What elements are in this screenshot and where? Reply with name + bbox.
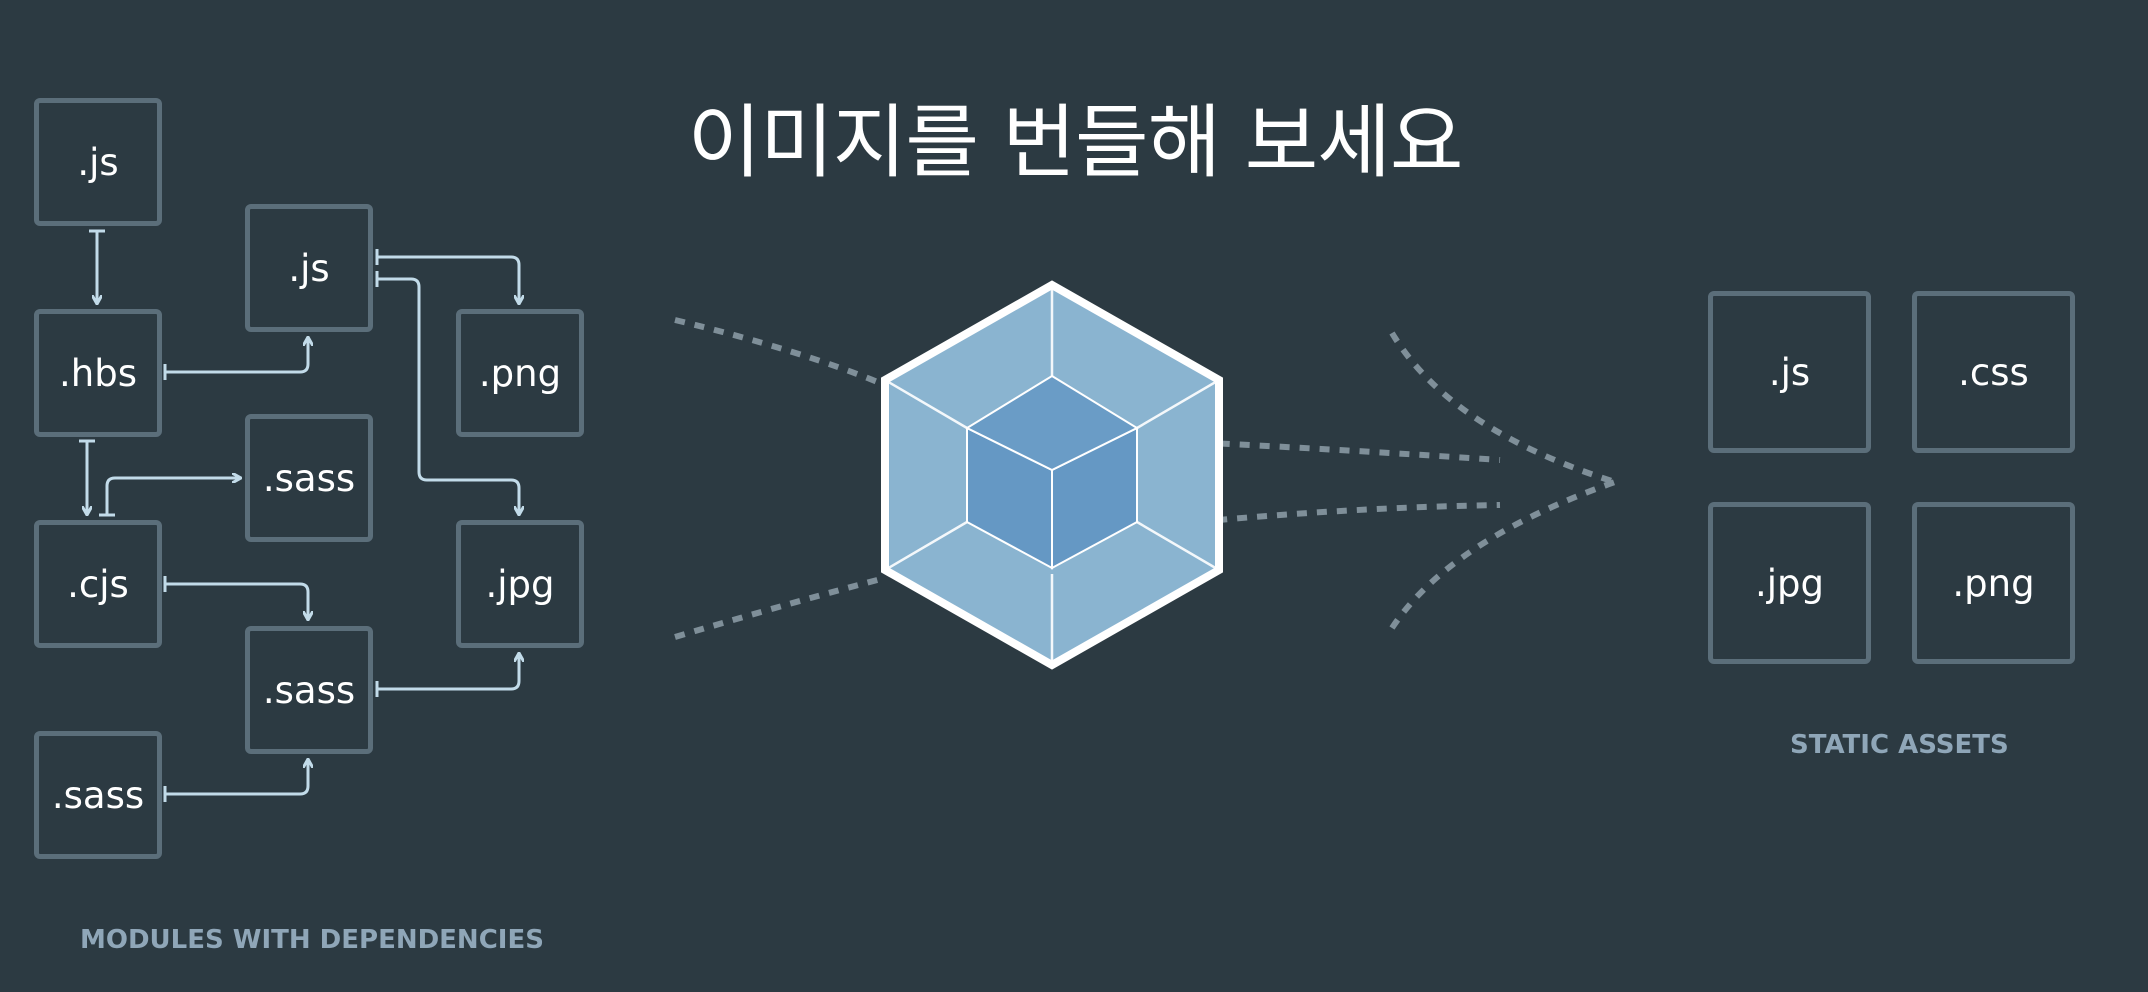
asset-box-jpg: .jpg — [1708, 502, 1871, 664]
asset-box-png: .png — [1912, 502, 2075, 664]
asset-box-js: .js — [1708, 291, 1871, 453]
module-box-sass-dependency: .sass — [245, 626, 373, 754]
dotted-line-out-top — [1389, 331, 1616, 485]
module-box-png: .png — [456, 309, 584, 437]
module-box-sass-bottom: .sass — [34, 731, 162, 859]
arrow-sass2-to-jpg — [377, 654, 519, 691]
dotted-line-in-bottom — [674, 575, 886, 640]
webpack-cube-icon — [881, 280, 1223, 670]
module-box-cjs: .cjs — [34, 520, 162, 648]
dotted-line-out-bottom — [1389, 479, 1616, 630]
module-box-js-dependency: .js — [245, 204, 373, 332]
modules-caption: MODULES WITH DEPENDENCIES — [80, 925, 544, 955]
assets-caption: STATIC ASSETS — [1790, 730, 2009, 760]
module-box-hbs: .hbs — [34, 309, 162, 437]
arrow-js2-to-png — [377, 255, 519, 303]
arrow-hbs-to-js2 — [165, 338, 308, 374]
module-box-sass: .sass — [245, 414, 373, 542]
arrow-sass3-to-sass2 — [165, 760, 308, 796]
module-box-js: .js — [34, 98, 162, 226]
dependency-arrows — [79, 229, 519, 802]
arrow-cjs-to-sass2 — [165, 582, 308, 619]
arrow-cjs-to-sass1 — [105, 478, 240, 515]
asset-box-css: .css — [1912, 291, 2075, 453]
page-title: 이미지를 번들해 보세요 — [687, 96, 1464, 189]
arrow-js2-to-jpg — [377, 277, 519, 514]
dotted-line-in-top — [674, 317, 887, 388]
cube-inner-top-face — [964, 374, 1140, 472]
module-box-jpg: .jpg — [456, 520, 584, 648]
